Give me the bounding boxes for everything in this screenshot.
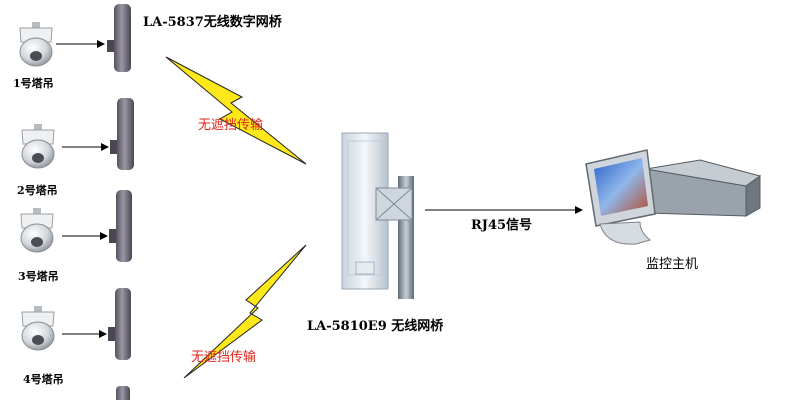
center-bridge-label: LA-5810E9 无线网桥 — [307, 319, 444, 334]
camera-icon — [21, 306, 55, 351]
camera-label: 3号塔吊 — [18, 270, 59, 283]
host-label: 监控主机 — [646, 257, 699, 272]
antenna-icon — [116, 386, 130, 404]
camera-label: 1号塔吊 — [13, 77, 54, 90]
camera-label: 4号塔吊 — [23, 373, 64, 386]
top-bridge-label: LA-5837无线数字网桥 — [143, 15, 282, 30]
panel-antenna-icon — [341, 132, 414, 299]
antenna-icon — [107, 4, 131, 72]
camera-icon — [19, 22, 53, 67]
antenna-icon — [109, 190, 132, 262]
camera-label: 2号塔吊 — [17, 184, 58, 197]
camera-icon — [20, 208, 54, 253]
antenna-icon — [108, 288, 131, 360]
link-label-lower: 无遮挡传输 — [191, 350, 257, 365]
link-label-upper: 无遮挡传输 — [198, 118, 264, 133]
camera-icon — [21, 124, 55, 169]
antenna-icon — [110, 98, 134, 170]
monitor-computer-icon — [585, 149, 762, 245]
lightning-bolt-lower — [183, 244, 307, 379]
rj45-label: RJ45信号 — [471, 218, 533, 233]
lightning-bolt-upper — [165, 56, 307, 165]
